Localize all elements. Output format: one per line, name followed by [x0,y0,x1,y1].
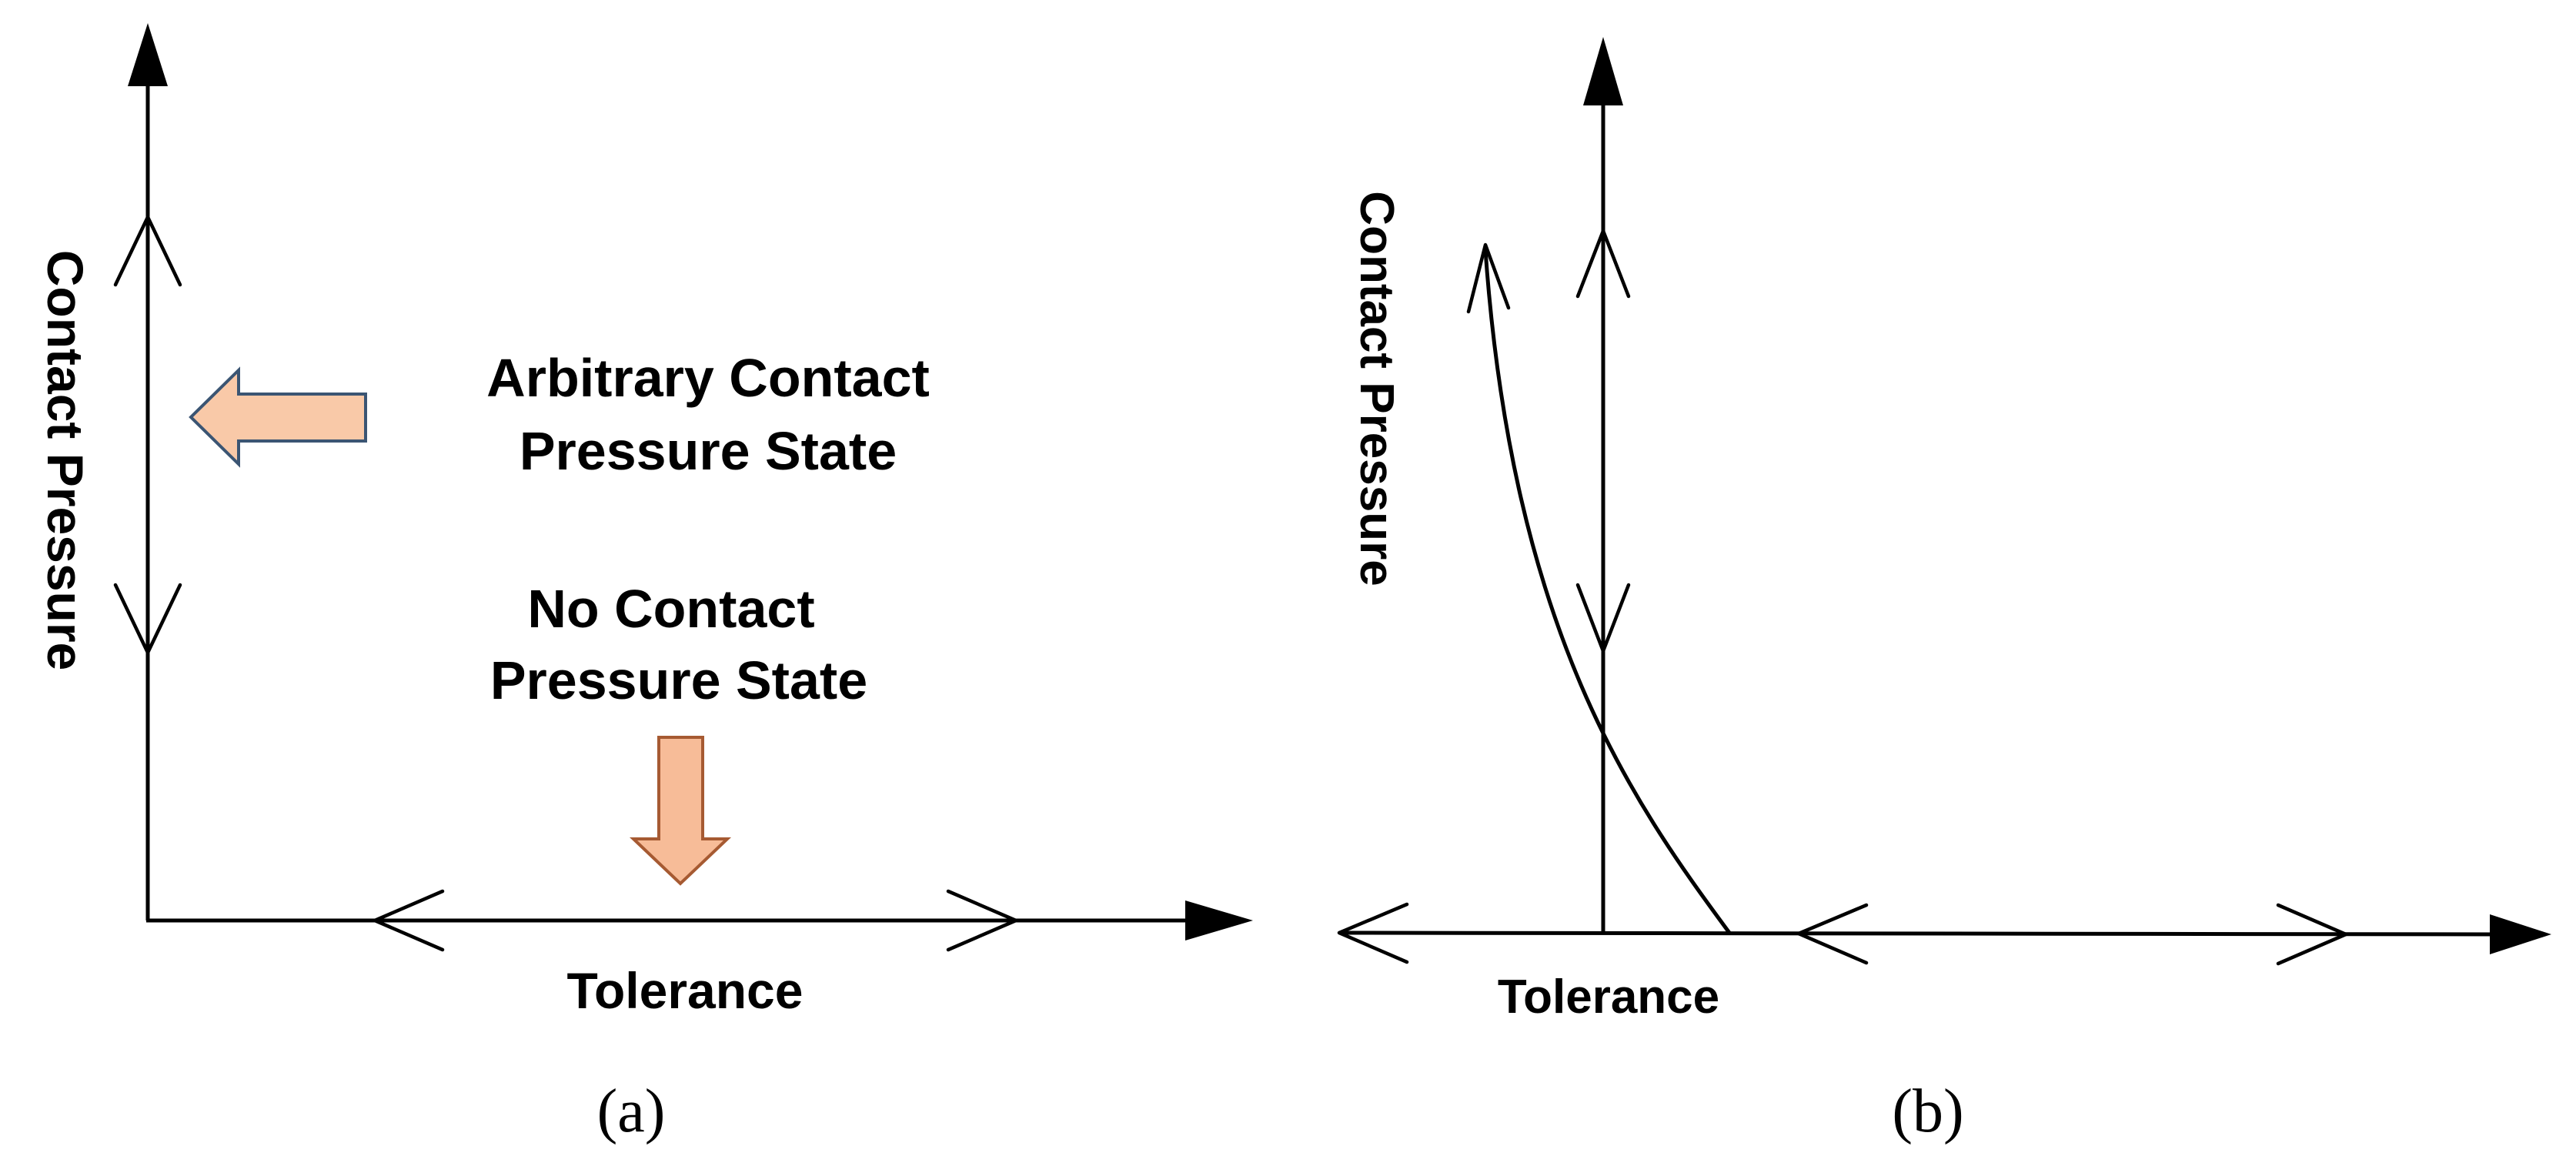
arbitrary-state-label-line1: Arbitrary Contact [486,348,930,408]
panel-b-x-chevron-far-left [1337,902,1409,964]
panel-b-x-chevron-right [2276,903,2348,966]
panel-b-x-axis-arrowhead [2490,914,2551,954]
panel-b-curve-chevron-head [1466,242,1511,314]
panel-a-y-chevron-up [113,215,182,287]
panel-a-x-chevron-right [946,889,1018,952]
panel-b-x-axis-label: Tolerance [1498,971,1719,1024]
panel-a-x-axis-label: Tolerance [567,962,804,1019]
panel-b-y-chevron-down [1575,583,1631,653]
panel-b-x-chevron-left [1796,903,1869,965]
panel-a-caption: (a) [597,1077,666,1145]
panel-b-y-axis-label: Contact Pressure [1350,191,1403,586]
panel-b-x-axis [1342,930,2498,937]
panel-b: Contact Pressure Tolerance (b) [1337,37,2551,1145]
panel-a-x-axis-arrowhead [1185,900,1253,940]
panel-a-y-axis-arrowhead [128,23,168,86]
arbitrary-state-block-arrow [189,366,367,468]
panel-b-caption: (b) [1892,1077,1963,1145]
panel-a: Contact Pressure Tolerance Arbitrary Con… [37,23,1253,1145]
arbitrary-state-label-line2: Pressure State [520,421,897,481]
no-contact-block-arrow [629,736,732,886]
panel-b-y-chevron-up [1575,229,1631,299]
panel-b-pressure-curve [1483,249,1732,934]
panel-b-y-axis-arrowhead [1583,37,1623,105]
no-contact-label-line1: No Contact [527,579,814,639]
panel-a-y-chevron-down [113,583,182,655]
panel-a-x-chevron-left [373,889,445,952]
no-contact-label-line2: Pressure State [490,650,867,710]
panel-a-y-axis-label: Contact Pressure [37,250,94,671]
